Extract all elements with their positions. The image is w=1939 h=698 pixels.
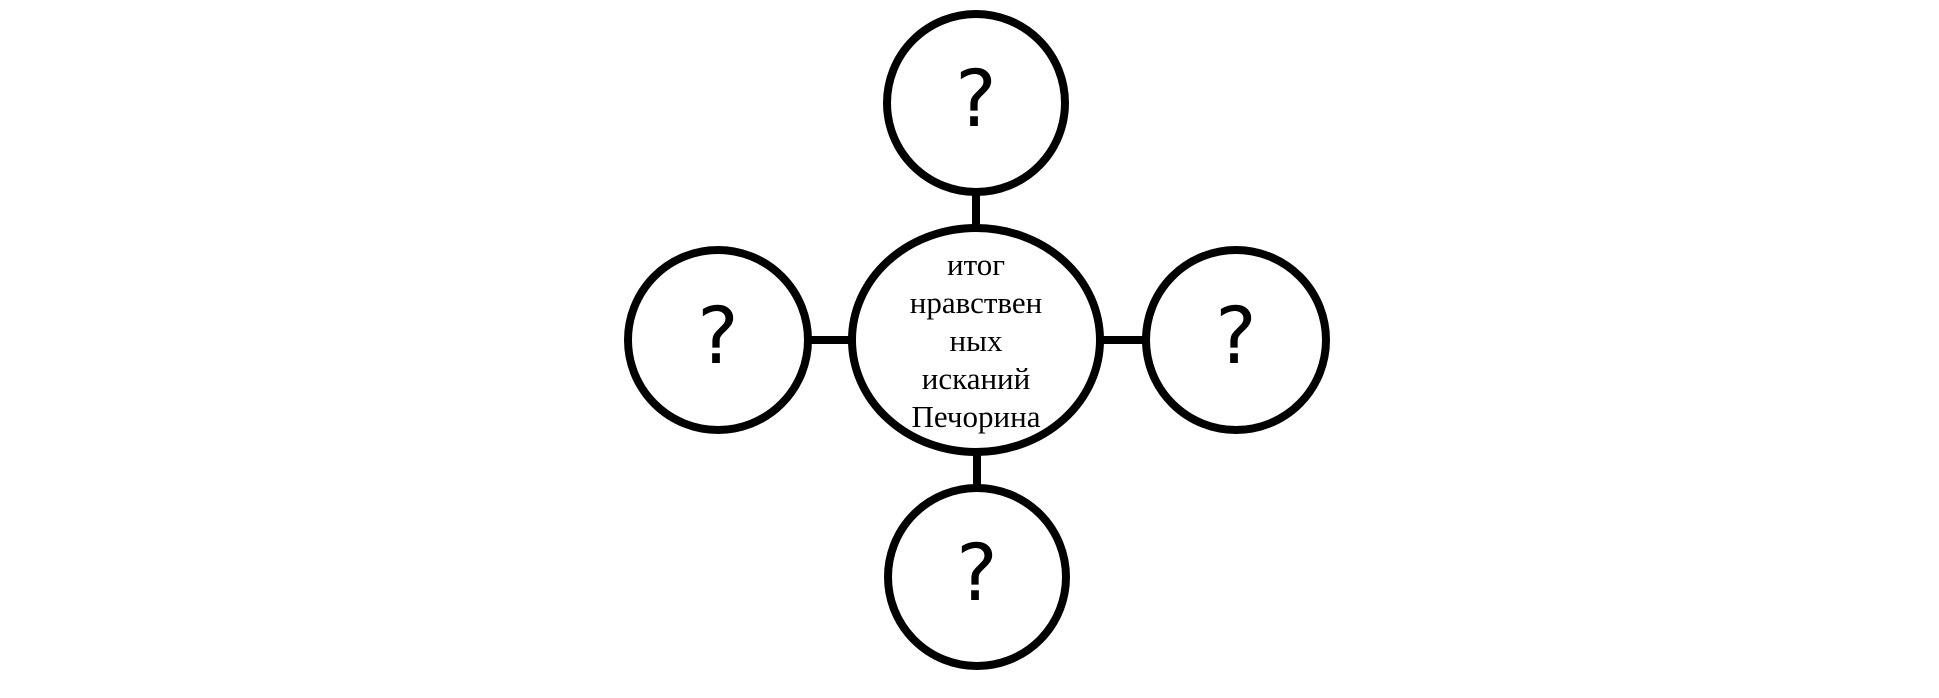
node-right-question-mark: ? [1215,292,1256,382]
node-top: ? [883,10,1069,196]
node-top-question-mark: ? [955,55,996,145]
node-left-question-mark: ? [697,292,738,382]
node-top-circle [883,10,1069,196]
node-left: ? [624,246,812,434]
node-right: ? [1142,246,1330,434]
node-right-circle [1142,246,1330,434]
center-text-line-2: нравствен [910,285,1042,320]
center-text-line-3: ных [950,323,1003,358]
node-left-circle [624,246,812,434]
center-text-line-1: итог [947,247,1005,282]
node-bottom: ? [884,484,1070,670]
node-bottom-circle [884,484,1070,670]
center-text-line-5: Печорина [912,399,1041,434]
node-bottom-question-mark: ? [956,529,997,619]
center-text-line-4: исканий [922,361,1030,396]
center-node: итог нравствен ных исканий Печорина [848,224,1104,456]
center-node-ellipse [848,224,1104,456]
